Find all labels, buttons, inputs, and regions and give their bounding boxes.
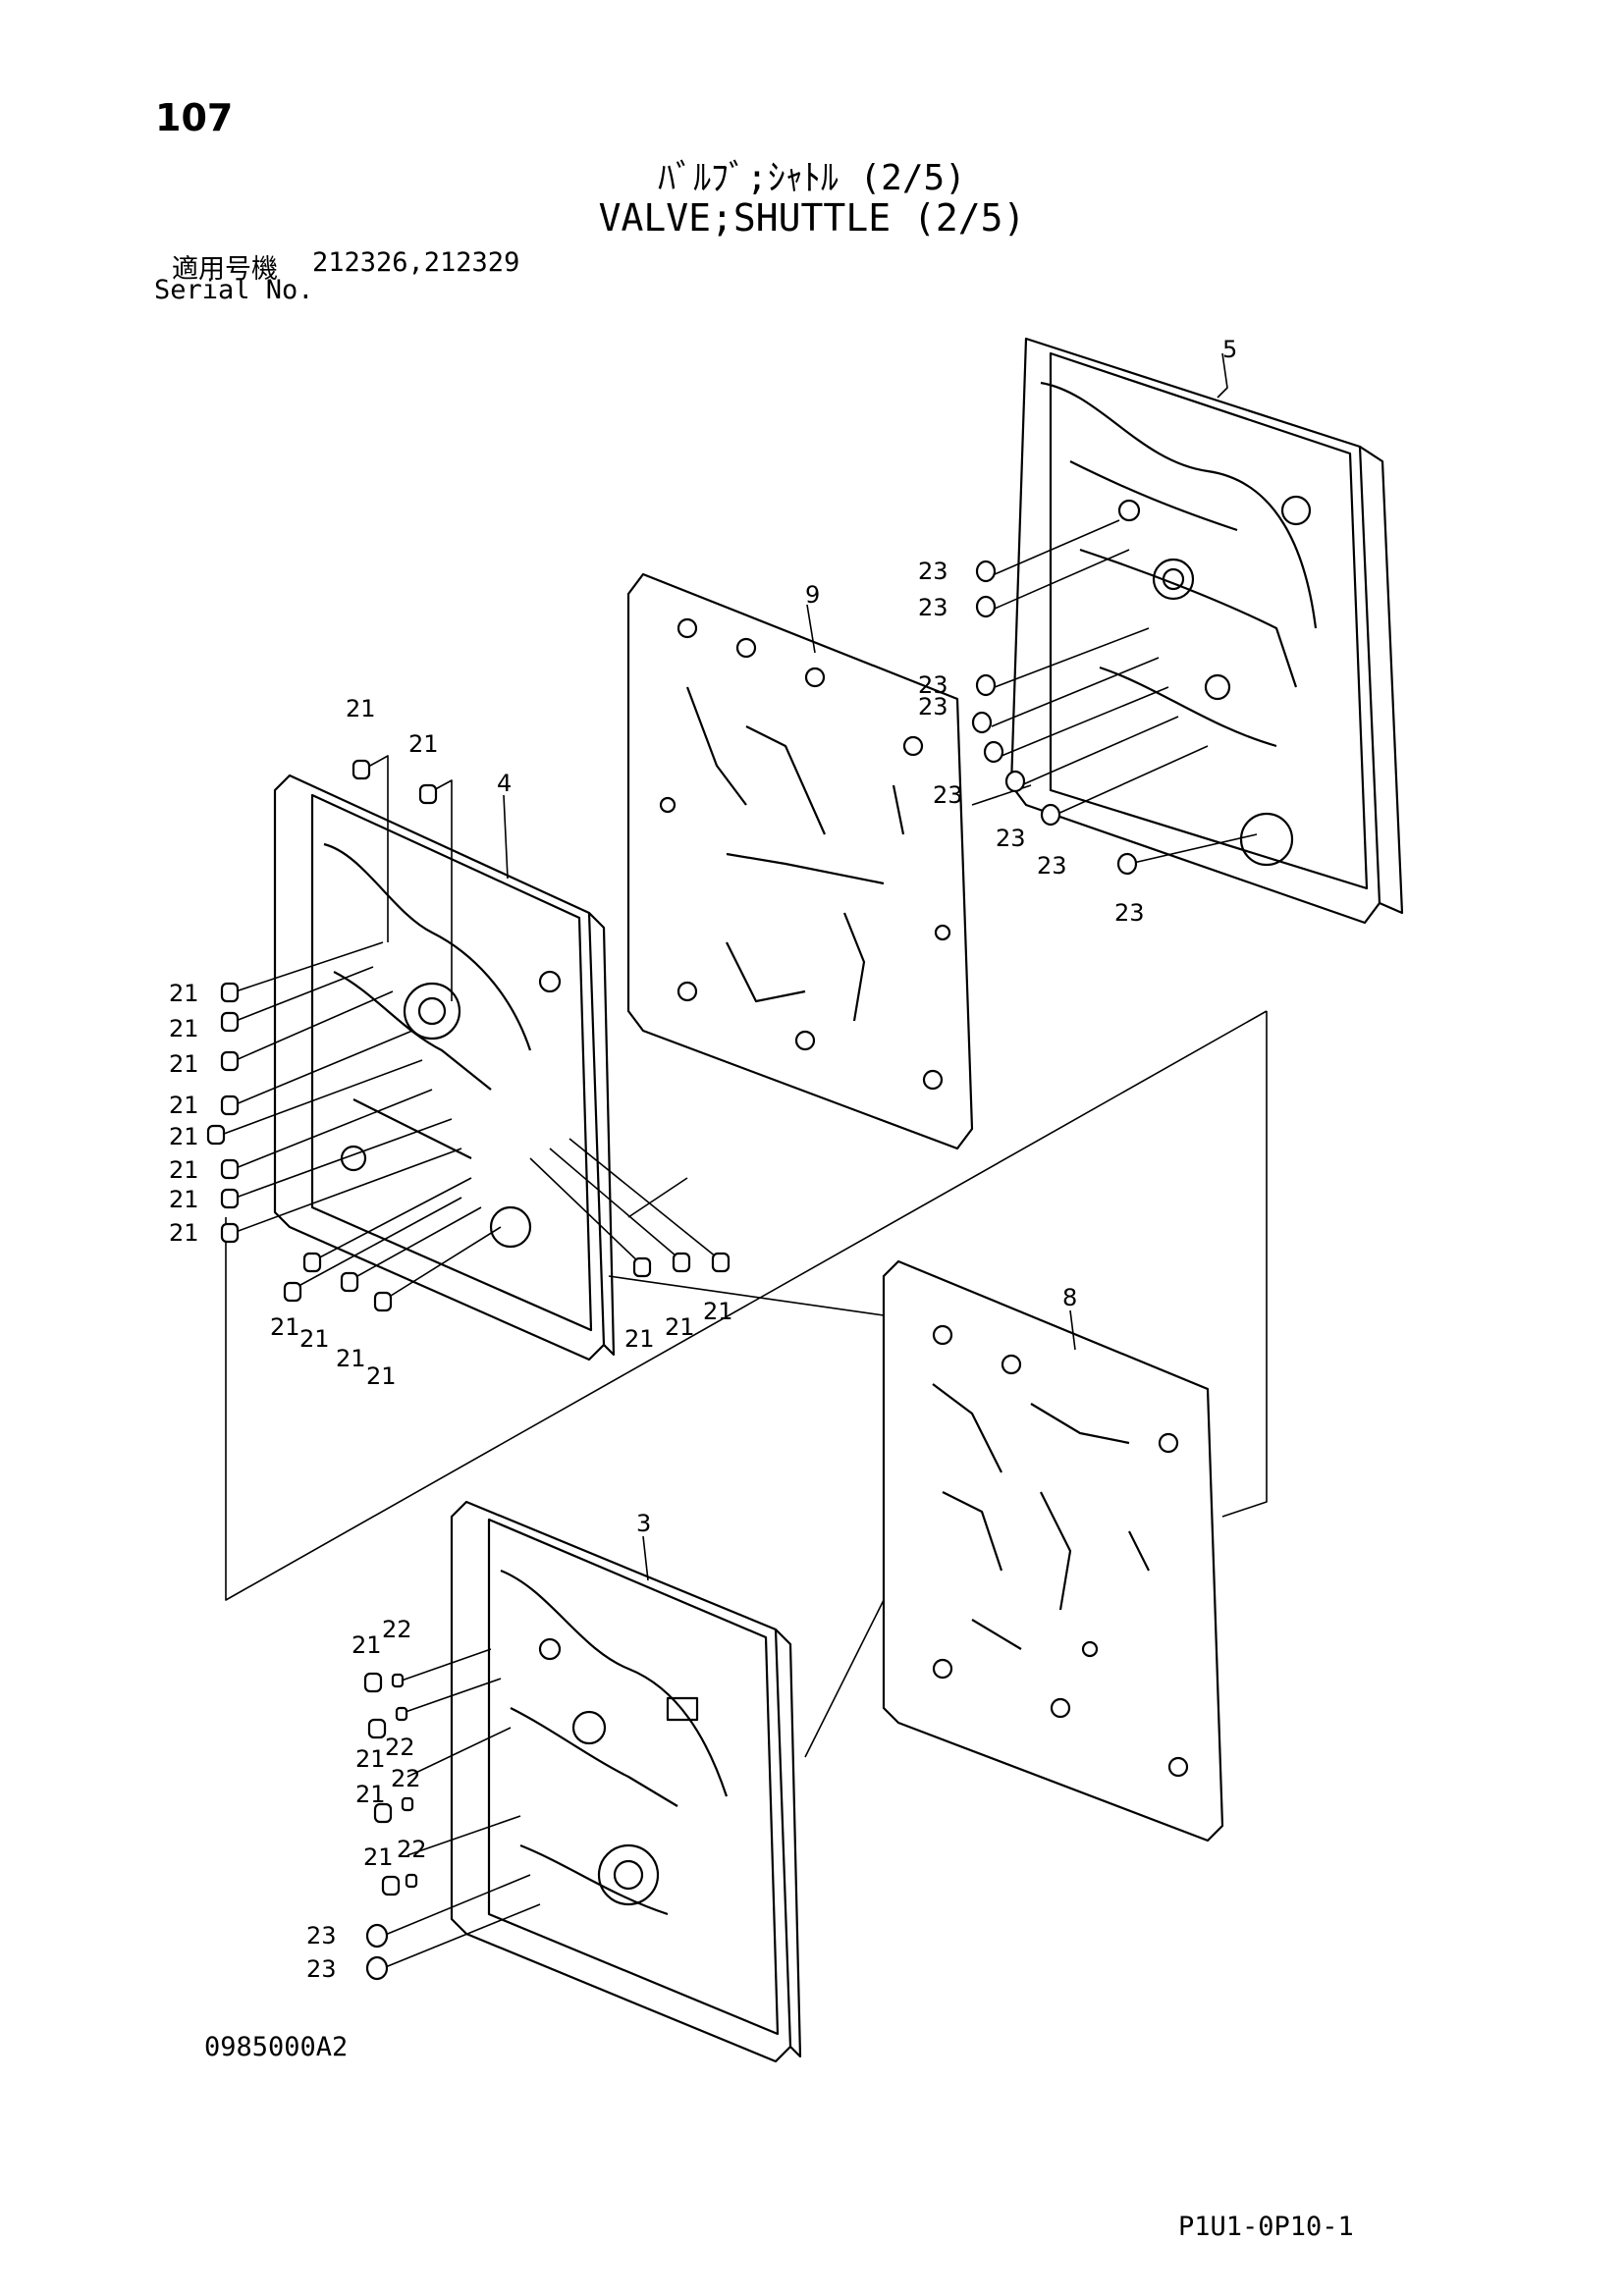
label-part-23: 23 bbox=[918, 558, 948, 585]
serial-label-japanese: 適用号機 bbox=[172, 254, 278, 285]
label-part-21: 21 bbox=[299, 1325, 330, 1353]
label-part-23: 23 bbox=[1037, 852, 1067, 880]
label-part-21: 21 bbox=[169, 1156, 199, 1184]
leader-part-4 bbox=[503, 794, 509, 880]
title-japanese: ﾊﾞﾙﾌﾞ;ｼｬﾄﾙ (2/5) bbox=[658, 158, 966, 198]
label-part-21: 21 bbox=[336, 1345, 366, 1372]
plug-21-group bbox=[206, 759, 731, 1896]
page-number: 107 bbox=[155, 96, 234, 139]
drawing-code: 0985000A2 bbox=[204, 2032, 349, 2062]
label-part-22: 22 bbox=[397, 1836, 427, 1863]
page-code: P1U1-0P10-1 bbox=[1178, 2212, 1354, 2242]
leader-lines bbox=[223, 519, 1258, 1969]
label-part-21: 21 bbox=[169, 1015, 199, 1042]
label-part-23: 23 bbox=[306, 1955, 337, 1983]
label-part-21: 21 bbox=[169, 1219, 199, 1247]
leader-part-8 bbox=[1069, 1309, 1076, 1351]
part-labels: 5 9 4 8 3 21 21 21 21 21 21 21 21 21 21 … bbox=[169, 336, 1237, 1983]
label-part-21: 21 bbox=[408, 730, 439, 758]
plate-part-9 bbox=[626, 572, 974, 1150]
label-part-21: 21 bbox=[352, 1631, 382, 1659]
valve-body-part-5 bbox=[1009, 337, 1404, 925]
leader-part-3 bbox=[642, 1535, 649, 1581]
filter-23-group bbox=[365, 560, 1138, 1981]
serial-label-english: Serial No. bbox=[154, 275, 314, 305]
label-part-21: 21 bbox=[624, 1325, 655, 1353]
label-part-23: 23 bbox=[918, 671, 948, 699]
label-part-22: 22 bbox=[385, 1734, 415, 1761]
label-part-21: 21 bbox=[270, 1313, 300, 1341]
label-part-21: 21 bbox=[363, 1843, 394, 1871]
label-part-23: 23 bbox=[933, 781, 963, 809]
label-part-23: 23 bbox=[306, 1922, 337, 1949]
label-part-22: 22 bbox=[382, 1616, 412, 1643]
label-part-23: 23 bbox=[1114, 899, 1145, 927]
label-part-21: 21 bbox=[355, 1781, 386, 1808]
label-part-21: 21 bbox=[346, 695, 376, 722]
leader-part-5 bbox=[1217, 352, 1228, 399]
label-part-9: 9 bbox=[805, 581, 820, 609]
label-part-23: 23 bbox=[918, 693, 948, 721]
label-part-21: 21 bbox=[355, 1745, 386, 1773]
plug-22-group bbox=[391, 1673, 418, 1889]
plate-part-8 bbox=[882, 1259, 1224, 1842]
valve-body-part-4 bbox=[273, 774, 616, 1362]
valve-body-part-3 bbox=[450, 1500, 802, 2063]
label-part-3: 3 bbox=[636, 1510, 651, 1537]
label-part-21: 21 bbox=[169, 980, 199, 1007]
label-part-22: 22 bbox=[391, 1765, 421, 1792]
label-part-21: 21 bbox=[169, 1050, 199, 1078]
label-part-21: 21 bbox=[703, 1298, 733, 1325]
label-part-21: 21 bbox=[169, 1123, 199, 1150]
leader-part-9 bbox=[806, 604, 816, 654]
label-part-23: 23 bbox=[918, 594, 948, 621]
label-part-21: 21 bbox=[169, 1186, 199, 1213]
label-part-8: 8 bbox=[1062, 1284, 1077, 1311]
label-part-23: 23 bbox=[996, 825, 1026, 852]
alignment-lines bbox=[225, 784, 1268, 1758]
serial-numbers: 212326,212329 bbox=[312, 247, 520, 278]
label-part-21: 21 bbox=[366, 1362, 397, 1390]
title-english: VALVE;SHUTTLE (2/5) bbox=[598, 196, 1026, 240]
label-part-5: 5 bbox=[1222, 336, 1237, 363]
label-part-4: 4 bbox=[497, 770, 512, 797]
label-part-21: 21 bbox=[665, 1313, 695, 1341]
label-part-21: 21 bbox=[169, 1092, 199, 1119]
